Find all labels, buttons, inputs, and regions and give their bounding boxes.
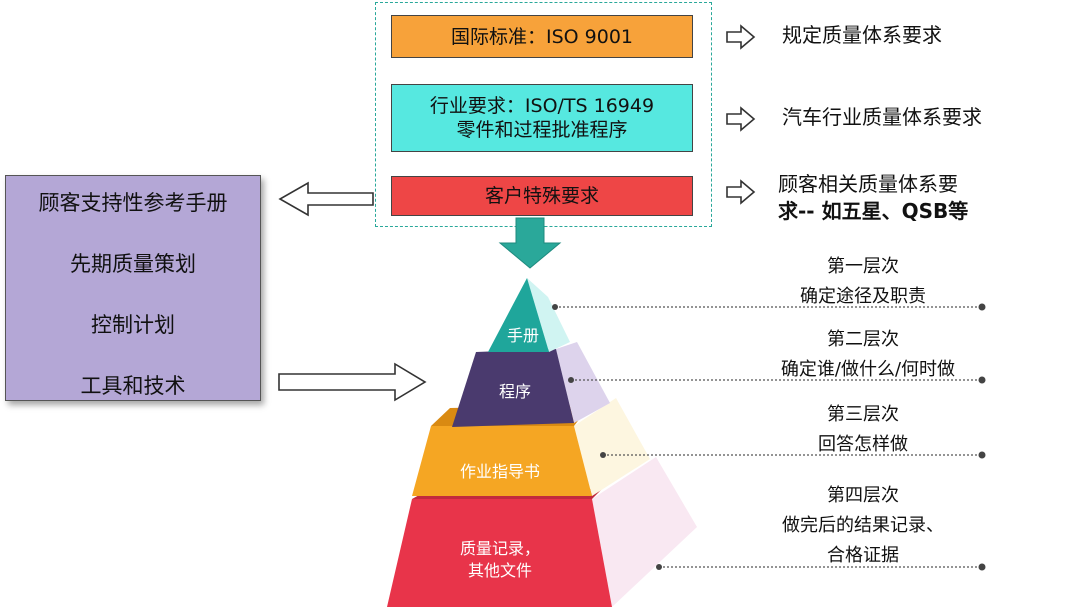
level-4-desc-line-1: 做完后的结果记录、 <box>782 515 944 536</box>
level-2-desc: 确定谁/做什么/何时做 <box>780 359 956 380</box>
level-1-desc: 确定途径及职责 <box>800 286 926 307</box>
leader-dot <box>600 452 606 458</box>
customer-manual-item-reference: 顾客支持性参考手册 <box>38 191 228 215</box>
level-1-title: 第一层次 <box>827 256 899 277</box>
pyramid-tier-3-side <box>574 398 650 496</box>
customer-manual-item-apqp: 先期质量策划 <box>70 252 196 276</box>
leader-dot <box>978 303 986 311</box>
pyramid-tier-3-front <box>412 426 592 496</box>
std-desc-customer-line-1: 顾客相关质量体系要 <box>778 172 958 196</box>
pyramid-label-records-line-1: 质量记录， <box>459 539 540 558</box>
arrow-left-icon <box>278 181 374 217</box>
std-box-isots16949-line-1: 行业要求：ISO/TS 16949 <box>429 95 655 117</box>
customer-manual-item-control-plan: 控制计划 <box>91 313 175 337</box>
pyramid-label-manual: 手册 <box>506 326 539 345</box>
leader-dot <box>568 377 574 383</box>
level-3-title: 第三层次 <box>827 404 899 425</box>
leader-dot <box>978 376 986 384</box>
std-box-iso9001: 国际标准：ISO 9001 <box>391 15 693 58</box>
level-4-title: 第四层次 <box>827 485 899 506</box>
pyramid <box>387 278 697 607</box>
pyramid-tier-2-side <box>556 342 610 423</box>
leader-dot <box>656 564 662 570</box>
std-box-isots16949: 行业要求：ISO/TS 16949 零件和过程批准程序 <box>391 84 693 152</box>
level-4-desc-line-2: 合格证据 <box>827 545 899 566</box>
arrow-right-icon <box>278 362 427 402</box>
level-3-desc: 回答怎样做 <box>818 434 908 455</box>
pyramid-tier-4-side <box>592 457 697 607</box>
std-box-customer-specific: 客户特殊要求 <box>391 176 693 216</box>
leader-dot <box>552 304 558 310</box>
arrow-down-icon <box>498 217 562 269</box>
pyramid-tier-1-side <box>527 278 570 352</box>
level-2-title: 第二层次 <box>827 329 899 350</box>
std-box-iso9001-line: 国际标准：ISO 9001 <box>450 25 633 48</box>
arrow-right-icon <box>726 179 756 205</box>
std-desc-isots16949: 汽车行业质量体系要求 <box>782 105 982 129</box>
pyramid-label-work-instruction: 作业指导书 <box>459 462 540 481</box>
leader-dot <box>978 563 986 571</box>
leader-dot <box>978 451 986 459</box>
pyramid-tier-1-front <box>488 278 549 352</box>
pyramid-tier-4-front <box>387 499 612 607</box>
std-desc-iso9001: 规定质量体系要求 <box>782 23 942 47</box>
std-box-customer-specific-line: 客户特殊要求 <box>484 185 599 207</box>
pyramid-tier-2-front <box>452 349 574 427</box>
std-box-isots16949-line-2: 零件和过程批准程序 <box>456 119 628 141</box>
pyramid-label-procedure: 程序 <box>498 382 531 401</box>
pyramid-label-records-line-2: 其他文件 <box>467 561 532 580</box>
std-desc-customer-line-2: 求-- 如五星、QSB等 <box>778 199 969 223</box>
arrow-right-icon <box>726 24 756 50</box>
arrow-right-icon <box>726 106 756 132</box>
customer-manuals-panel: 顾客支持性参考手册 先期质量策划 控制计划 工具和技术 <box>5 175 261 401</box>
customer-manual-item-tools: 工具和技术 <box>80 374 186 398</box>
